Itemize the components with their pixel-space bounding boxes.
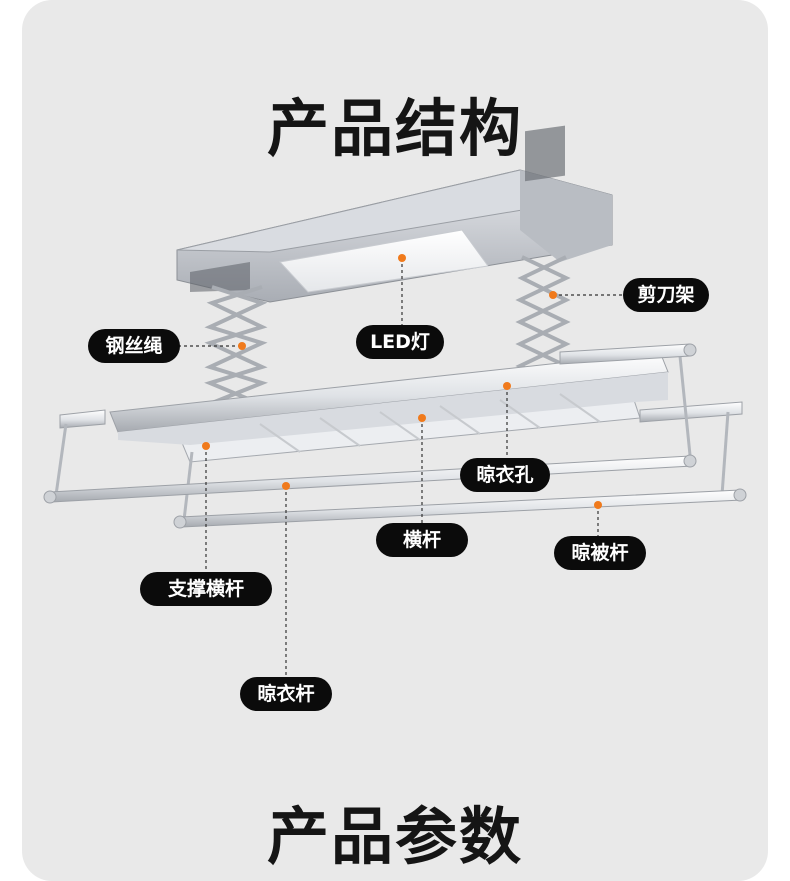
main-frame [59,351,743,463]
clothes-rod-front [43,454,697,504]
label-steel-wire: 钢丝绳 [88,329,180,363]
marker-drying-hole [503,382,511,390]
label-quilt-rod: 晾被杆 [554,536,646,570]
marker-steel-wire [238,342,246,350]
led-light-panel [279,229,489,293]
top-rod-right [559,343,697,365]
label-support-bar: 支撑横杆 [140,572,272,606]
marker-scissor-frame [549,291,557,299]
label-scissor-frame: 剪刀架 [623,278,709,312]
label-cross-bar: 横杆 [376,523,468,557]
marker-dots [202,254,602,509]
quilt-rod [173,488,747,529]
marker-led-light [398,254,406,262]
label-clothes-rod: 晾衣杆 [240,677,332,711]
leader-lines [178,258,623,678]
marker-support-bar [202,442,210,450]
side-supports [54,355,730,521]
motor-housing [176,125,613,303]
label-led-light: LED灯 [356,325,444,359]
marker-cross-bar [418,414,426,422]
label-drying-hole: 晾衣孔 [460,458,550,492]
marker-quilt-rod [594,501,602,509]
scissor-arm-left [204,285,269,405]
marker-clothes-rod [282,482,290,490]
section-title-parameters: 产品参数 [266,800,523,873]
section-title-structure: 产品结构 [266,92,523,165]
